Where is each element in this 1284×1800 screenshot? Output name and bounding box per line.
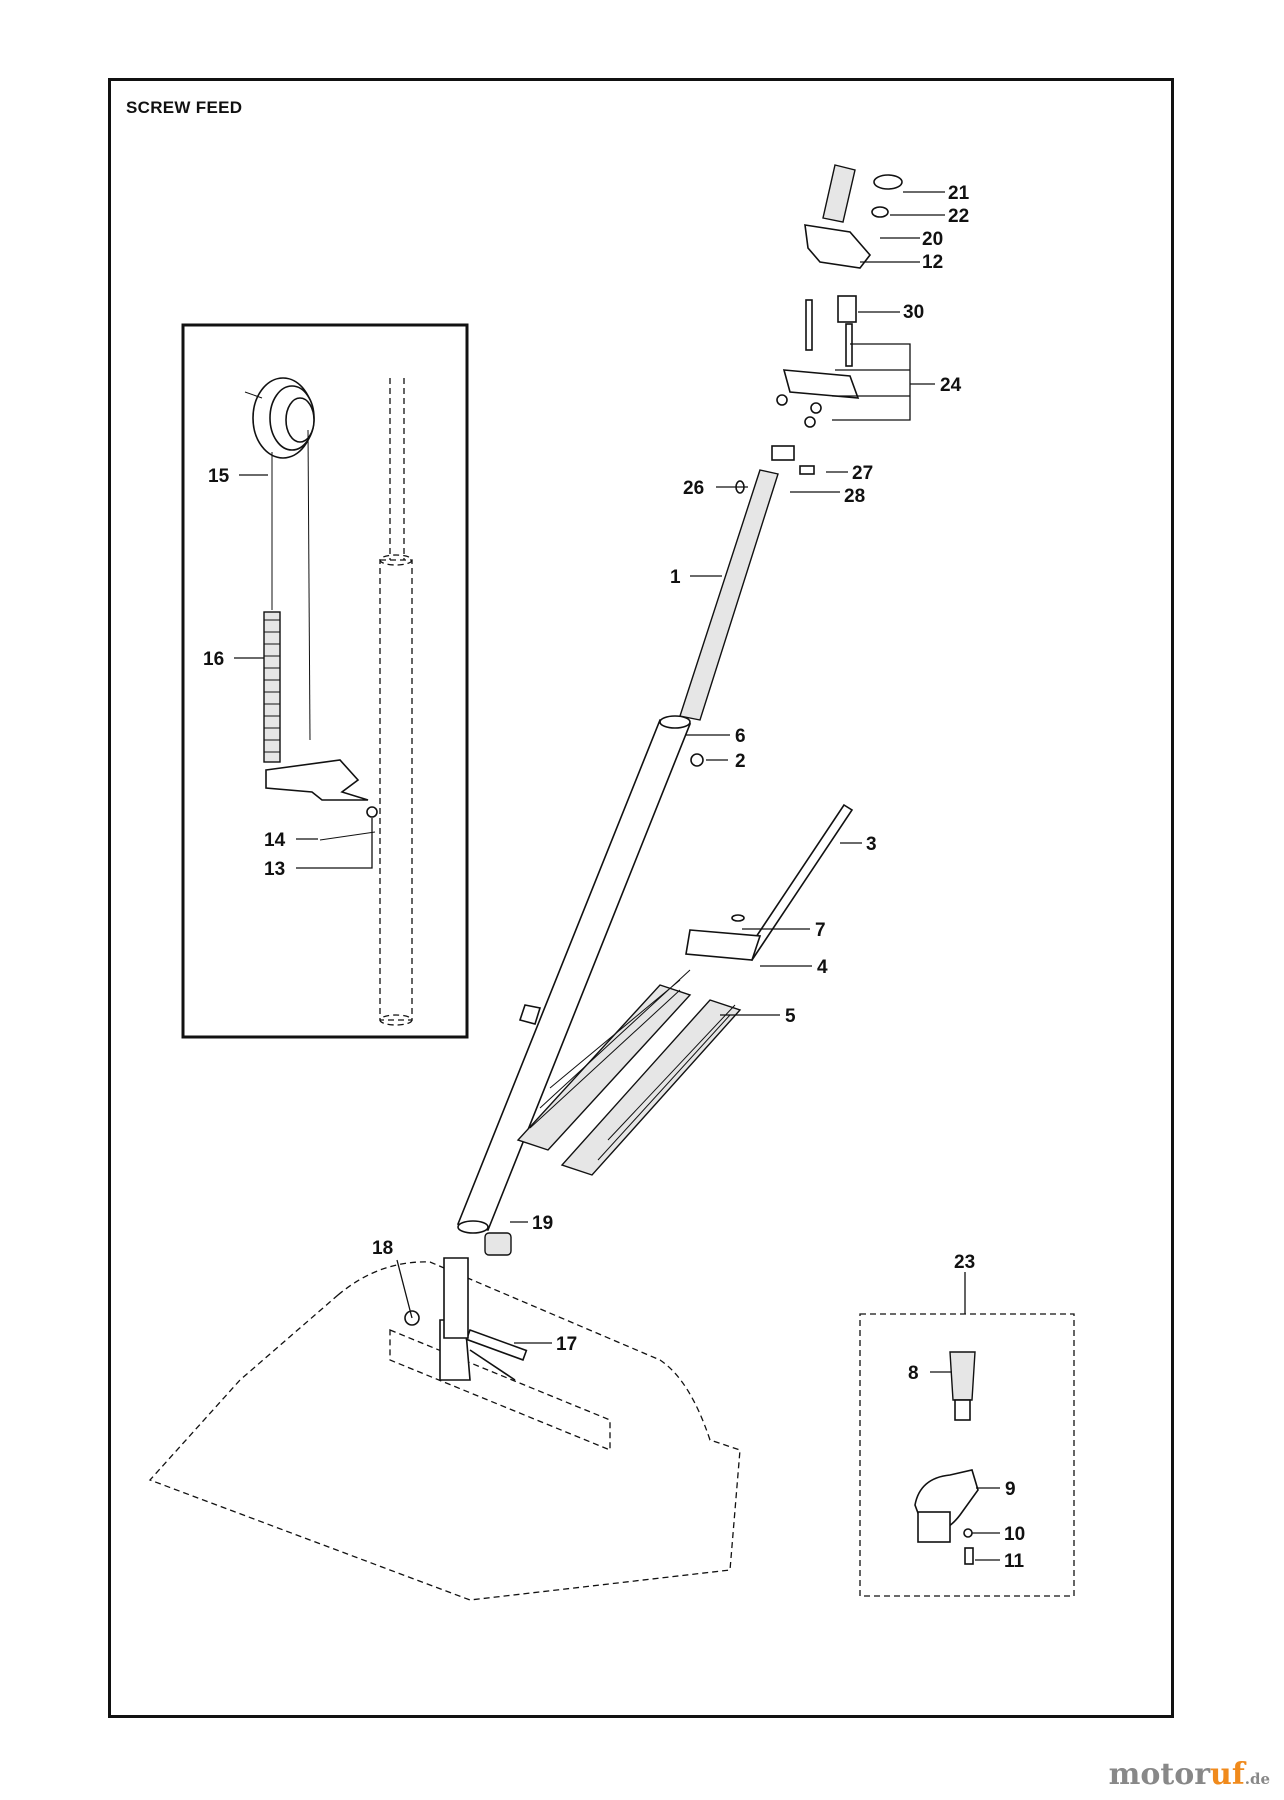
callout-8: 8 — [908, 1363, 919, 1384]
callout-30: 30 — [903, 302, 924, 323]
callout-23: 23 — [954, 1252, 975, 1273]
callout-11: 11 — [1004, 1551, 1025, 1572]
callout-10: 10 — [1004, 1524, 1025, 1545]
callout-5: 5 — [785, 1006, 796, 1027]
callout-19: 19 — [532, 1213, 553, 1234]
callout-26: 26 — [683, 478, 704, 499]
pulley-assembly — [244, 377, 378, 841]
callout-6: 6 — [735, 726, 746, 747]
callout-24: 24 — [940, 375, 962, 396]
watermark[interactable]: motoruf.de — [1109, 1757, 1270, 1792]
handle-top — [804, 164, 903, 323]
watermark-part1: motor — [1108, 1757, 1211, 1792]
callout-14: 14 — [264, 830, 286, 851]
callout-21: 21 — [948, 183, 970, 204]
callout-4: 4 — [817, 957, 828, 978]
callout-27: 27 — [852, 463, 873, 484]
callout-12: 12 — [922, 252, 943, 273]
callout-3: 3 — [866, 834, 877, 855]
diagram-frame — [108, 78, 1174, 1718]
watermark-tld: .de — [1244, 1770, 1270, 1788]
inset-column — [379, 378, 413, 1026]
leader-lines — [234, 191, 1000, 1561]
callout-28: 28 — [844, 486, 865, 507]
callout-20: 20 — [922, 229, 943, 250]
kit-23-parts — [914, 1351, 979, 1565]
callout-16: 16 — [203, 649, 224, 670]
callout-1: 1 — [670, 567, 681, 588]
callout-7: 7 — [815, 920, 826, 941]
spring-assembly — [516, 803, 854, 1176]
callout-17: 17 — [556, 1334, 577, 1355]
callout-13: 13 — [264, 859, 285, 880]
callout-18: 18 — [372, 1238, 393, 1259]
diagram-title: SCREW FEED — [126, 98, 243, 117]
callout-15: 15 — [208, 466, 230, 487]
callout-22: 22 — [948, 206, 969, 227]
inset-box — [181, 323, 469, 1039]
watermark-part2: uf — [1210, 1757, 1245, 1792]
callout-9: 9 — [1005, 1479, 1016, 1500]
base-frame — [148, 1257, 741, 1601]
screw-tube — [456, 469, 779, 1256]
callout-2: 2 — [735, 751, 746, 772]
